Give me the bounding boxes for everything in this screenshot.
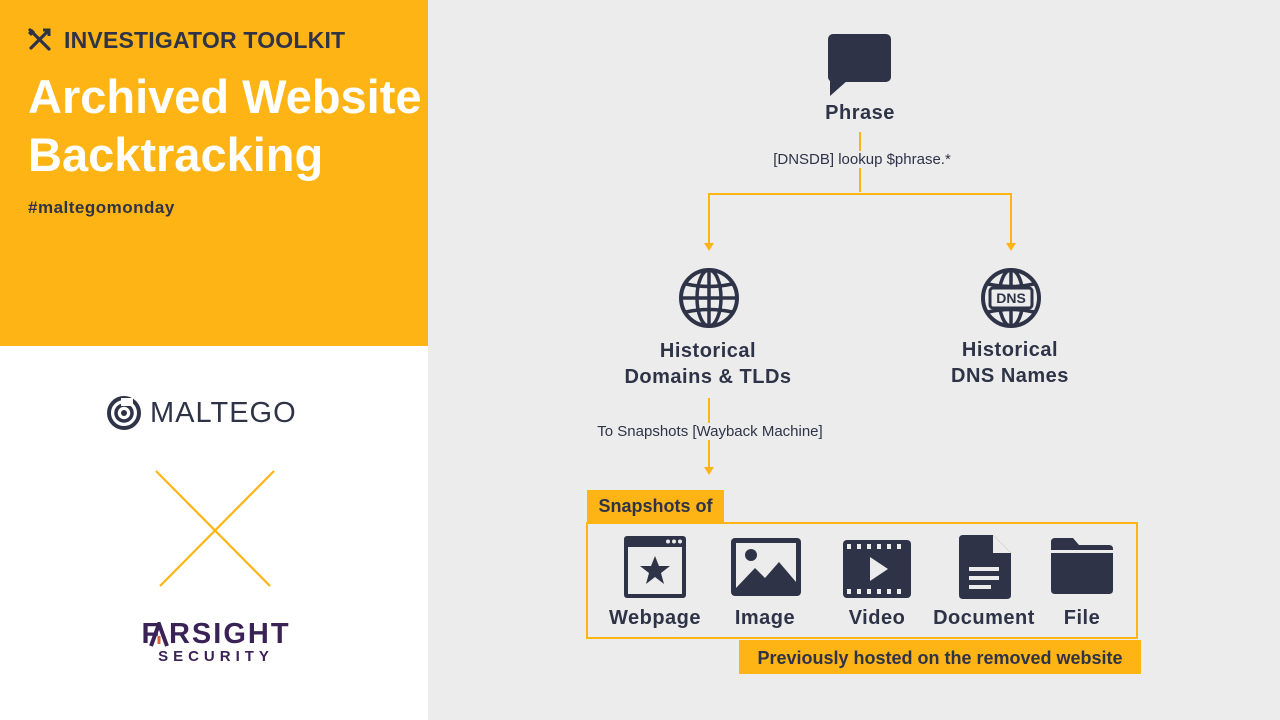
title-line-1: Archived Website — [28, 70, 422, 123]
kicker-text: INVESTIGATOR TOOLKIT — [64, 26, 346, 53]
snapshots-tag: Snapshots of — [587, 490, 724, 523]
speech-bubble-icon — [828, 34, 891, 96]
page-title: Archived Website Backtracking — [28, 68, 428, 184]
type-label-image: Image — [734, 607, 796, 629]
edge-label-wayback: To Snapshots [Wayback Machine] — [568, 423, 852, 440]
diagram-panel — [428, 0, 1280, 720]
type-label-webpage: Webpage — [608, 607, 702, 629]
arrowhead-right — [1006, 243, 1016, 251]
arrowhead-left — [704, 243, 714, 251]
node-phrase: Phrase — [825, 102, 895, 124]
maltego-mark-icon — [107, 396, 141, 430]
dns-globe-icon: DNS — [981, 268, 1041, 328]
snapshots-box — [586, 522, 1138, 639]
node-historical-dns: Historical DNS Names — [951, 339, 1069, 387]
header-panel — [0, 0, 428, 346]
connector-split — [708, 193, 1012, 246]
type-label-video: Video — [848, 607, 906, 629]
folder-icon — [1051, 538, 1113, 594]
video-icon — [843, 540, 911, 598]
type-label-document: Document — [933, 607, 1035, 629]
type-label-file: File — [1063, 607, 1101, 629]
maltego-logo: MALTEGO — [106, 395, 297, 431]
farsight-subtitle: SECURITY — [158, 648, 274, 665]
kicker: INVESTIGATOR TOOLKIT — [26, 26, 345, 54]
globe-icon — [679, 268, 739, 328]
webpage-icon — [624, 536, 686, 598]
arrowhead-snapshots — [704, 467, 714, 475]
node-historical-domains: Historical Domains & TLDs — [624, 340, 792, 388]
hashtag: #maltegomonday — [28, 198, 175, 217]
tools-icon — [28, 28, 51, 51]
previously-hosted-tag: Previously hosted on the removed website — [739, 640, 1141, 674]
cross-icon — [155, 470, 275, 587]
farsight-accent-icon — [149, 622, 169, 647]
image-icon — [731, 538, 801, 596]
edge-label-dnsdb: [DNSDB] lookup $phrase.* — [740, 151, 984, 168]
dns-icon-text: DNS — [996, 290, 1026, 306]
maltego-wordmark: MALTEGO — [150, 396, 297, 429]
title-line-2: Backtracking — [28, 128, 324, 181]
document-icon — [959, 535, 1011, 599]
